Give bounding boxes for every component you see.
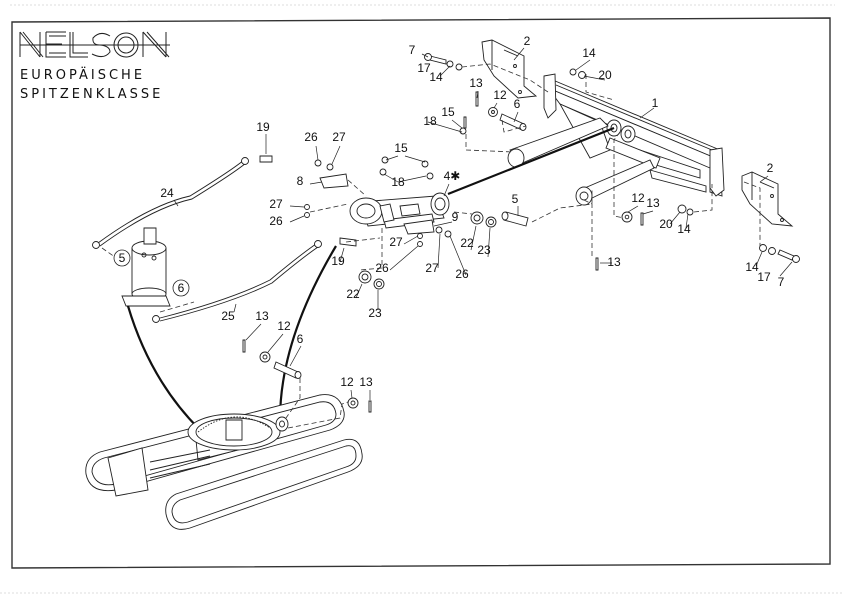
callout-label-c27c: 27 <box>389 235 403 249</box>
drawing-frame <box>11 17 831 569</box>
hardware-lower <box>242 339 372 413</box>
callout-label-c22a: 22 <box>460 236 474 250</box>
callout-label-c12d: 12 <box>631 191 645 205</box>
callout-label-c14b: 14 <box>582 46 596 60</box>
callout-leaders <box>173 47 793 400</box>
callout-label-c27b: 27 <box>269 197 283 211</box>
callout-label-c2a: 2 <box>524 34 531 48</box>
circled-callouts: 56 <box>113 249 190 297</box>
callout-label-c24: 24 <box>160 186 174 200</box>
brand-tagline-2: SPITZENKLASSE <box>20 87 163 102</box>
callout-label-c13e: 13 <box>607 255 621 269</box>
callout-label-c1: 1 <box>652 96 659 110</box>
callout-label-c2b: 2 <box>767 161 774 175</box>
callout-label-c25: 25 <box>221 309 235 323</box>
assembly-arrow-cylinder <box>278 245 337 421</box>
brand-tagline-1: EUROPÄISCHE <box>20 67 145 83</box>
circled-callout-label-cc6: 6 <box>178 281 185 295</box>
callout-label-c13b: 13 <box>255 309 269 323</box>
clamp-part-8 <box>319 173 349 189</box>
callout-label-c14c: 14 <box>677 222 691 236</box>
callout-label-c14a: 14 <box>429 70 443 84</box>
circled-callout-ring-cc6 <box>172 279 190 297</box>
callout-label-c27d: 27 <box>425 261 439 275</box>
hydraulic-hose-25 <box>152 240 322 323</box>
circled-callout-label-cc5: 5 <box>119 251 126 265</box>
callout-label-c12a: 12 <box>493 88 507 102</box>
callout-label-c12c: 12 <box>340 375 354 389</box>
callout-label-c7a: 7 <box>409 43 416 57</box>
hardware-cylinder <box>304 156 529 290</box>
callout-label-c26a: 26 <box>304 130 318 144</box>
clamp-part-9 <box>403 219 435 235</box>
callout-label-c26d: 26 <box>455 267 469 281</box>
hardware-upper <box>424 53 800 271</box>
callout-label-c12b: 12 <box>277 319 291 333</box>
callout-label-c23b: 23 <box>368 306 382 320</box>
callout-label-c8: 8 <box>297 174 304 188</box>
callout-label-c14d: 14 <box>745 260 759 274</box>
callout-label-c13d: 13 <box>646 196 660 210</box>
swing-arms <box>507 117 655 206</box>
bracket-part-2-upper <box>481 39 538 99</box>
boom-frame-part-1 <box>543 73 725 197</box>
callout-label-c15b: 15 <box>394 141 408 155</box>
callout-label-c22b: 22 <box>346 287 360 301</box>
callout-label-c6a: 6 <box>514 97 521 111</box>
assembly-dashed-lines <box>101 63 761 429</box>
hydraulic-hose-24 <box>92 155 273 249</box>
callout-label-c19b: 19 <box>331 254 345 268</box>
tracked-undercarriage <box>85 394 363 530</box>
callout-labels: 1224✱56677891212121213131313131414141415… <box>160 34 784 389</box>
callout-label-c26c: 26 <box>375 261 389 275</box>
callout-label-c26b: 26 <box>269 214 283 228</box>
callout-label-c9: 9 <box>452 210 459 224</box>
bracket-part-2-lower <box>741 171 794 227</box>
callout-label-c17a: 17 <box>417 61 431 75</box>
callout-label-c18a: 18 <box>423 114 437 128</box>
callout-label-c4: 4✱ <box>444 169 461 183</box>
callout-label-c6b: 6 <box>297 332 304 346</box>
assembly-arrow-valve <box>126 305 211 432</box>
valve-block <box>121 227 171 307</box>
assembly-arrow-boom <box>447 126 615 196</box>
circled-callout-ring-cc5 <box>113 249 131 267</box>
callout-label-c20b: 20 <box>659 217 673 231</box>
callout-label-c17b: 17 <box>757 270 771 284</box>
callout-label-c13a: 13 <box>469 76 483 90</box>
callout-label-c23a: 23 <box>477 243 491 257</box>
callout-label-c13c: 13 <box>359 375 373 389</box>
callout-label-c7b: 7 <box>778 275 785 289</box>
callout-label-c18b: 18 <box>391 175 405 189</box>
callout-label-c5: 5 <box>512 192 519 206</box>
callout-label-c15a: 15 <box>441 105 455 119</box>
boom-cylinder-part-4 <box>349 192 450 229</box>
nelson-logo <box>19 31 170 58</box>
callout-label-c27a: 27 <box>332 130 346 144</box>
callout-label-c19a: 19 <box>256 120 270 134</box>
callout-label-c20a: 20 <box>598 68 612 82</box>
